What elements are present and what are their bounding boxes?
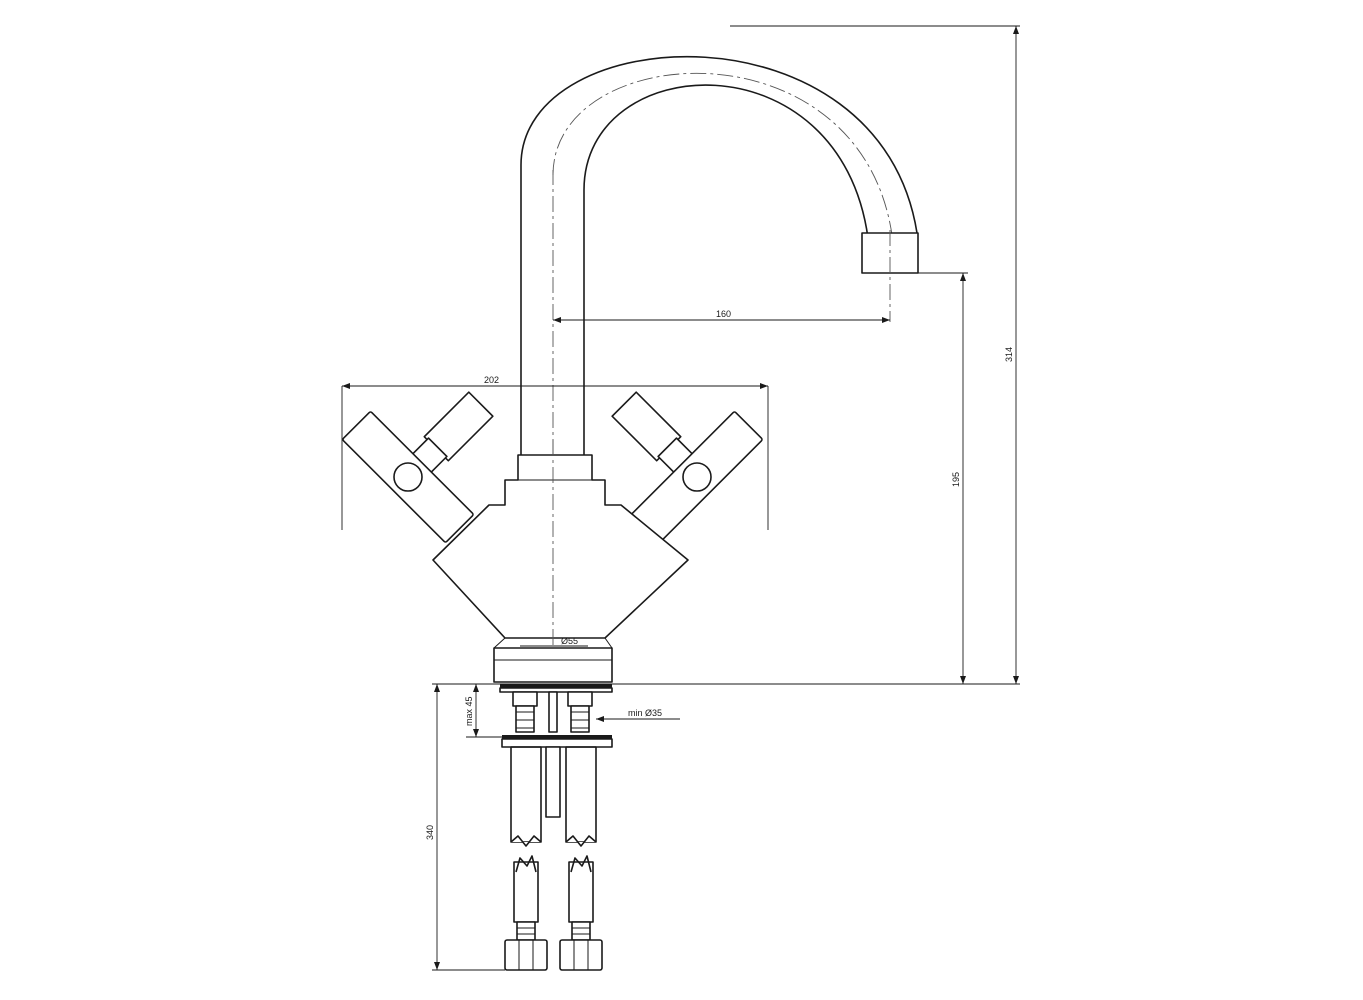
dimension-lines: [341, 25, 1020, 971]
right-hose-nut: [559, 939, 603, 971]
dim-total-height: 314: [1004, 347, 1014, 362]
dim-handle-span: 202: [484, 375, 499, 385]
base-flange: [493, 647, 613, 683]
left-handle: [342, 391, 494, 543]
left-hose-nut: [504, 939, 548, 971]
mixer-body: [432, 440, 689, 683]
dim-spout-reach: 160: [716, 309, 731, 319]
dimension-labels: 160 202 314 195 Ø55 max 45 min Ø35 340: [425, 309, 1014, 840]
dim-hose-length: 340: [425, 825, 435, 840]
spout: [520, 55, 919, 455]
dim-outlet-height: 195: [951, 472, 961, 487]
flexible-hoses: [504, 746, 603, 971]
dim-base-diameter: Ø55: [561, 636, 578, 646]
mounting-assembly: [499, 684, 613, 818]
dim-max-thickness: max 45: [464, 696, 474, 726]
dim-hole-diameter: min Ø35: [628, 708, 662, 718]
